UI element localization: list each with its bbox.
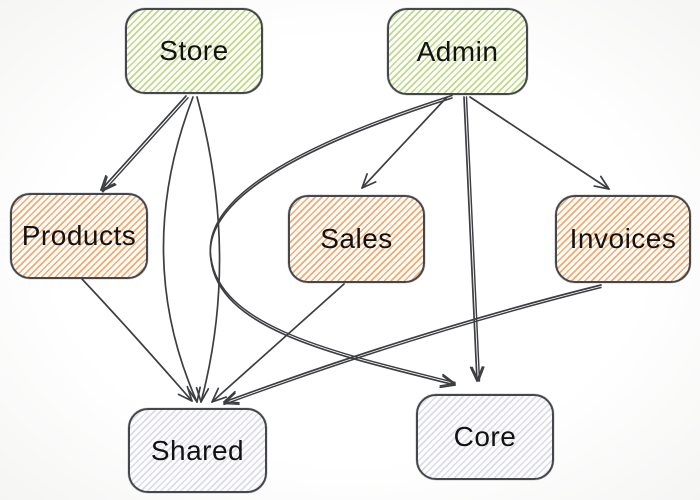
edge-line-admin-invoices [469, 96, 610, 190]
node-admin[interactable]: Admin [387, 8, 528, 95]
edge-store-shared [162, 96, 201, 403]
edge-line-products-shared [81, 278, 193, 402]
edge-line-store-shared [196, 96, 221, 403]
arrowhead-shared-icon [177, 385, 193, 402]
node-sales-label: Sales [320, 223, 393, 254]
node-admin-label: Admin [416, 35, 499, 67]
edge-line-store-shared [162, 96, 198, 403]
arrowhead-shared-icon [211, 387, 228, 403]
node-store-label: Store [159, 35, 229, 66]
node-core-label: Core [453, 421, 517, 452]
edge-admin-invoices [469, 96, 610, 190]
edge-line-invoices-shared [223, 284, 602, 403]
arrowhead-shared-icon [195, 386, 210, 403]
edge-store-products [100, 95, 189, 193]
node-shared[interactable]: Shared [128, 408, 267, 493]
node-products[interactable]: Products [10, 193, 148, 279]
node-core[interactable]: Core [416, 394, 554, 480]
edge-invoices-shared [223, 284, 602, 406]
node-store[interactable]: Store [125, 8, 263, 94]
edge-sales-shared [211, 283, 345, 403]
node-shared-label: Shared [150, 434, 245, 466]
edge-store-shared [195, 96, 221, 403]
node-invoices[interactable]: Invoices [555, 195, 691, 283]
node-invoices-label: Invoices [569, 223, 677, 254]
edge-admin-core [463, 96, 485, 382]
arrowhead-invoices-icon [593, 175, 610, 190]
node-sales[interactable]: Sales [288, 195, 425, 283]
arrowhead-sales-icon [361, 173, 377, 189]
edge-line-admin-core [463, 96, 478, 382]
edge-admin-sales [361, 96, 448, 189]
edge-products-shared [81, 278, 193, 402]
edge-line-admin-sales [361, 96, 448, 189]
edge-line-sales-shared [211, 283, 345, 403]
edge-line-store-products [100, 95, 187, 191]
edge-admin-core [209, 94, 456, 389]
node-products-label: Products [21, 220, 137, 251]
